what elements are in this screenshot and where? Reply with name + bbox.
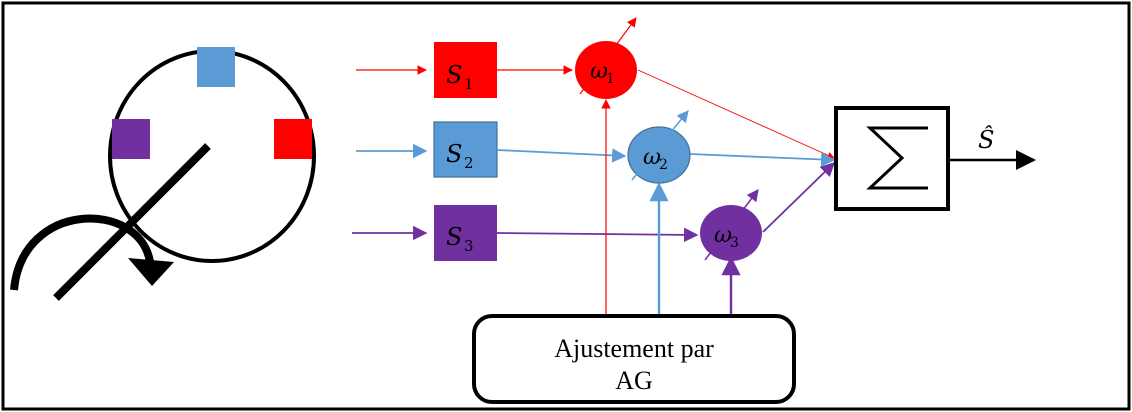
link-s3-w3 (496, 227, 699, 243)
sensor-box-3: S 3 (434, 205, 497, 261)
weight-node-1: ω 1 (575, 17, 637, 99)
sensor-symbol-2: S (446, 140, 462, 168)
weight-node-3: ω 3 (700, 189, 762, 261)
sensor-sub-1: 1 (464, 75, 474, 93)
sensor-symbol-1: S (446, 61, 462, 89)
tunable-arrow-1 (579, 17, 637, 95)
rotation-bar (53, 143, 211, 301)
sigma-icon (866, 126, 928, 190)
sum-symbol: ∑ (0, 0, 1, 1)
link-s2-w2 (496, 148, 627, 163)
adjustment-box: Ajustement par AG (472, 314, 796, 404)
adjust-line-2: AG (615, 366, 653, 395)
weight-sub-2: 2 (659, 157, 668, 173)
rotation-arrow (10, 214, 154, 291)
adjust-line-1: Ajustement par (554, 334, 714, 363)
rotation-arrowhead (128, 258, 174, 286)
array-element-red (274, 119, 312, 159)
array-element-purple (112, 119, 150, 159)
sensor-box-2: S 2 (433, 121, 498, 178)
weight-symbol-3: ω (714, 223, 732, 248)
sensor-box-1: S 1 (434, 42, 497, 98)
tunable-arrow-3 (704, 189, 759, 261)
link-w2-sum (689, 152, 836, 167)
weight-node-2: ω 2 (627, 110, 691, 184)
summation-block: ∑ (0, 0, 950, 211)
array-element-blue (197, 47, 235, 87)
link-w3-sum (762, 161, 836, 233)
antenna-array (10, 47, 316, 301)
output-label: Ŝ (978, 125, 994, 154)
tunable-arrow-2 (631, 110, 689, 181)
weight-sub-1: 1 (606, 71, 615, 87)
weight-symbol-1: ω (590, 59, 608, 84)
link-w1-sum (637, 69, 835, 159)
weight-symbol-2: ω (643, 145, 661, 170)
sensor-symbol-3: S (446, 223, 462, 251)
sensor-sub-3: 3 (464, 237, 474, 255)
sensor-sub-2: 2 (464, 154, 474, 172)
weight-sub-3: 3 (730, 235, 739, 251)
